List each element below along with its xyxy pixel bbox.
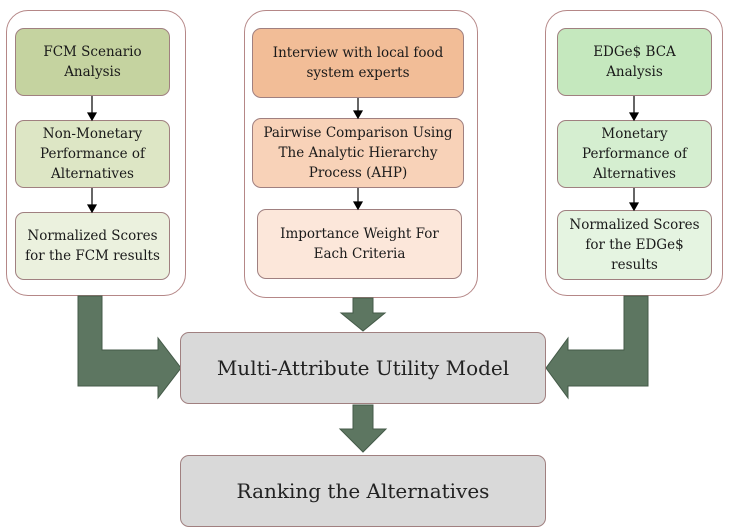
normalized-scores-fcm-label: Normalized Scores for the FCM results — [25, 227, 160, 264]
normalized-scores-edges-label: Normalized Scores for the EDGe$ results — [569, 216, 700, 274]
fcm-scenario-analysis-label: FCM Scenario Analysis — [43, 43, 142, 80]
ahp-pairwise-comparison-box: Pairwise Comparison Using The Analytic H… — [252, 118, 464, 188]
multi-attribute-utility-model-box: Multi-Attribute Utility Model — [180, 332, 546, 404]
importance-weight-box: Importance Weight For Each Criteria — [257, 209, 462, 279]
non-monetary-performance-box: Non-Monetary Performance of Alternatives — [15, 120, 170, 188]
importance-weight-label: Importance Weight For Each Criteria — [280, 225, 439, 262]
model-to-ranking-arrow — [338, 404, 388, 453]
monetary-performance-box: Monetary Performance of Alternatives — [557, 120, 712, 188]
monetary-performance-label: Monetary Performance of Alternatives — [581, 125, 687, 183]
non-monetary-performance-label: Non-Monetary Performance of Alternatives — [39, 125, 145, 183]
edges-bca-analysis-label: EDGe$ BCA Analysis — [593, 43, 676, 80]
normalized-scores-edges-box: Normalized Scores for the EDGe$ results — [557, 210, 712, 280]
expert-interview-box: Interview with local food system experts — [252, 28, 464, 98]
right-arrowhead-1 — [628, 112, 640, 122]
multi-attribute-utility-model-label: Multi-Attribute Utility Model — [216, 356, 510, 380]
right-bent-arrow — [545, 295, 649, 400]
fcm-scenario-analysis-box: FCM Scenario Analysis — [15, 28, 170, 96]
middle-arrowhead-1 — [352, 110, 364, 120]
edges-bca-analysis-box: EDGe$ BCA Analysis — [557, 28, 712, 96]
ahp-pairwise-comparison-label: Pairwise Comparison Using The Analytic H… — [263, 124, 453, 182]
middle-arrowhead-2 — [352, 201, 364, 211]
left-bent-arrow — [77, 295, 182, 400]
left-arrowhead-2 — [86, 204, 98, 214]
middle-down-arrow — [339, 297, 387, 332]
ranking-alternatives-label: Ranking the Alternatives — [236, 479, 490, 503]
expert-interview-label: Interview with local food system experts — [272, 44, 444, 81]
right-arrowhead-2 — [628, 202, 640, 212]
ranking-alternatives-box: Ranking the Alternatives — [180, 455, 546, 527]
left-arrowhead-1 — [86, 112, 98, 122]
normalized-scores-fcm-box: Normalized Scores for the FCM results — [15, 212, 170, 280]
